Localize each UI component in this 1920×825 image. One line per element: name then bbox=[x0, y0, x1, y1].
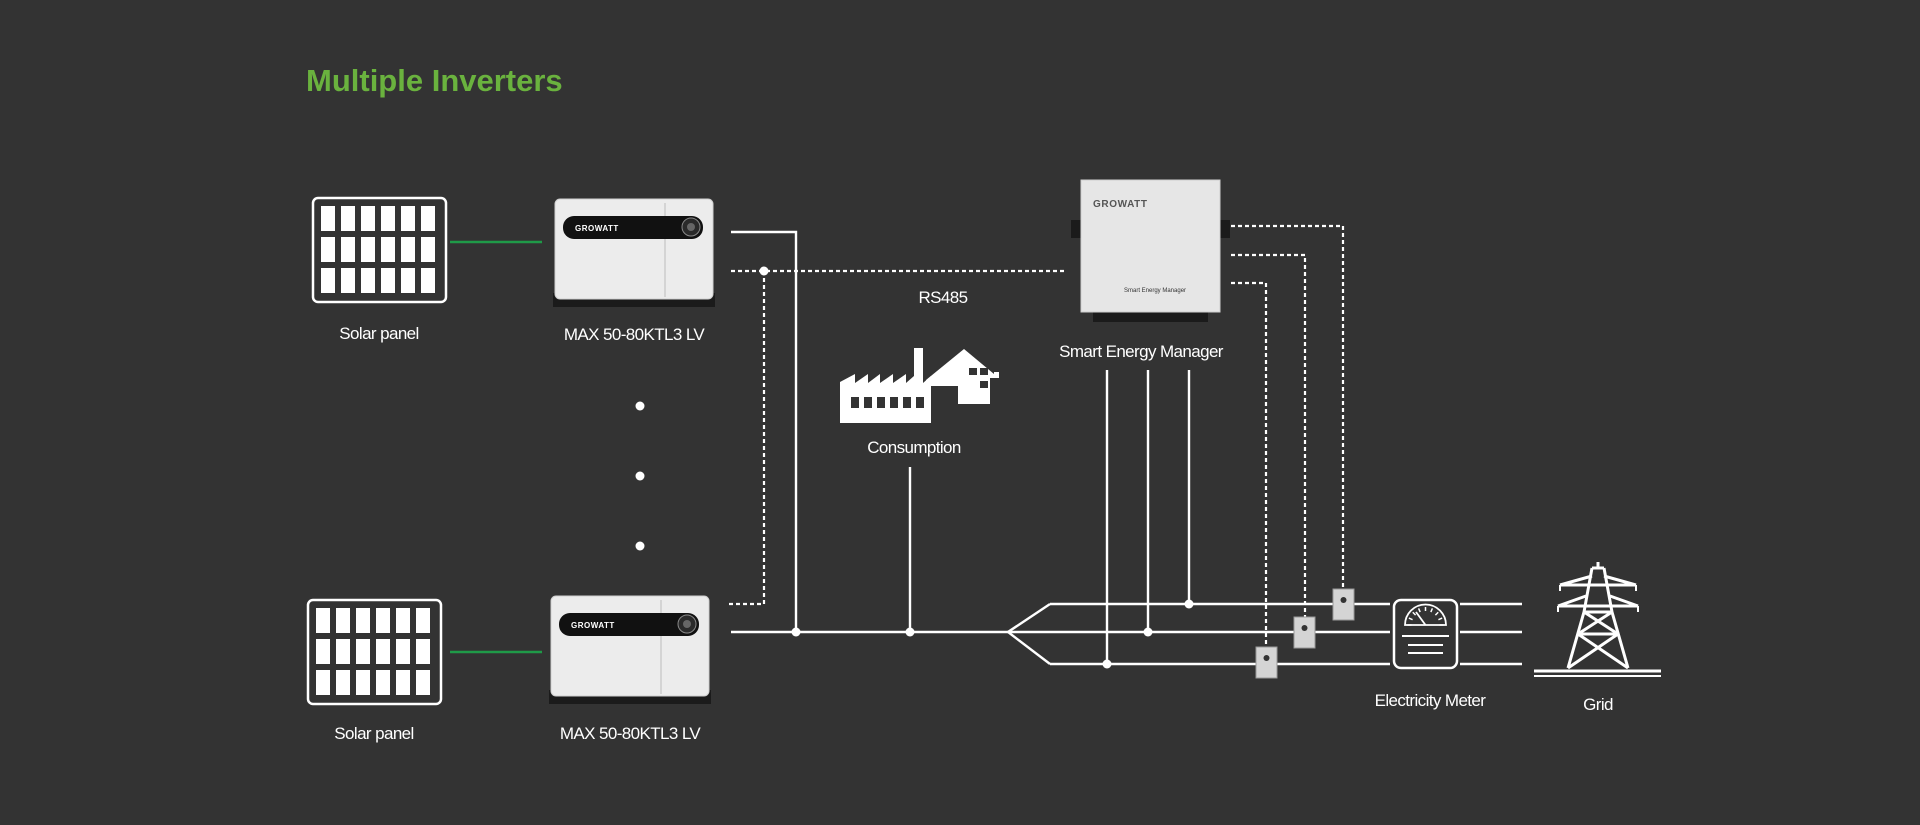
solar-cell bbox=[341, 268, 355, 293]
solar-cell bbox=[376, 639, 390, 664]
ct-line-1 bbox=[1231, 224, 1345, 590]
junction-dot bbox=[905, 627, 915, 637]
smart-energy-manager-icon: GROWATT Smart Energy Manager bbox=[1071, 179, 1230, 322]
meter-tick bbox=[1417, 608, 1421, 613]
label-solar-panel-top: Solar panel bbox=[339, 324, 418, 343]
meter-tick bbox=[1430, 608, 1434, 613]
solar-cell bbox=[336, 670, 350, 695]
inverter-brand: GROWATT bbox=[571, 621, 615, 630]
phase-splitter bbox=[1005, 603, 1051, 665]
solar-panel-bottom bbox=[306, 598, 443, 706]
meter-tick bbox=[1412, 611, 1417, 616]
solar-cell bbox=[381, 237, 395, 262]
solar-cell bbox=[401, 268, 415, 293]
junction-dot bbox=[1184, 599, 1194, 609]
solar-cell bbox=[321, 206, 335, 231]
solar-cell bbox=[361, 237, 375, 262]
label-inverter-bottom: MAX 50-80KTL3 LV bbox=[560, 724, 702, 743]
label-smart-energy-manager: Smart Energy Manager bbox=[1059, 342, 1224, 361]
ct-line-2 bbox=[1231, 253, 1307, 618]
solar-cell bbox=[416, 639, 430, 664]
solar-cell bbox=[396, 670, 410, 695]
solar-cell bbox=[381, 206, 395, 231]
solar-cell bbox=[316, 639, 330, 664]
label-solar-panel-bottom: Solar panel bbox=[334, 724, 413, 743]
solar-panel-icon bbox=[311, 196, 448, 304]
solar-cell bbox=[416, 608, 430, 633]
ellipsis-dot bbox=[635, 401, 645, 411]
solar-cell bbox=[356, 639, 370, 664]
rs485-line-bottom bbox=[728, 271, 766, 606]
solar-cell bbox=[381, 268, 395, 293]
electricity-meter-icon bbox=[1392, 598, 1459, 670]
meter-tick bbox=[1434, 611, 1439, 616]
sem-caption: Smart Energy Manager bbox=[1124, 288, 1186, 294]
ellipsis-dot bbox=[635, 471, 645, 481]
factory-house-icon bbox=[840, 348, 999, 423]
inverter-icon: GROWATT bbox=[549, 595, 711, 704]
label-rs485: RS485 bbox=[919, 288, 968, 307]
current-transformer-icon bbox=[1332, 588, 1355, 621]
junction-dot bbox=[759, 266, 769, 276]
solar-cell bbox=[361, 268, 375, 293]
label-consumption: Consumption bbox=[867, 438, 961, 457]
current-transformer-1 bbox=[1332, 588, 1355, 621]
solar-cell bbox=[341, 206, 355, 231]
solar-cell bbox=[336, 608, 350, 633]
solar-cell bbox=[401, 206, 415, 231]
inverter-bottom: GROWATT bbox=[549, 595, 711, 704]
meter-tick bbox=[1438, 617, 1443, 621]
label-grid: Grid bbox=[1583, 695, 1613, 714]
label-electricity-meter: Electricity Meter bbox=[1375, 691, 1487, 710]
diagram-title: Multiple Inverters bbox=[306, 63, 563, 98]
junction-dot bbox=[791, 627, 801, 637]
solar-cell bbox=[416, 670, 430, 695]
wiring bbox=[450, 224, 1522, 669]
inverter-top: GROWATT bbox=[553, 198, 715, 307]
solar-cell bbox=[396, 608, 410, 633]
solar-cell bbox=[316, 608, 330, 633]
solar-panel-top bbox=[311, 196, 448, 304]
solar-cell bbox=[316, 670, 330, 695]
solar-cell bbox=[356, 670, 370, 695]
current-transformer-2 bbox=[1293, 616, 1316, 649]
current-transformer-icon bbox=[1293, 616, 1316, 649]
power-tower-icon bbox=[1534, 562, 1661, 677]
ct-line-3 bbox=[1231, 281, 1268, 648]
solar-cell bbox=[421, 268, 435, 293]
solar-cell bbox=[341, 237, 355, 262]
solar-cell bbox=[361, 206, 375, 231]
sem-brand: GROWATT bbox=[1093, 199, 1148, 210]
solar-panel-icon bbox=[306, 598, 443, 706]
solar-cell bbox=[321, 268, 335, 293]
solar-cell bbox=[401, 237, 415, 262]
label-inverter-top: MAX 50-80KTL3 LV bbox=[564, 325, 706, 344]
solar-cell bbox=[321, 237, 335, 262]
solar-cell bbox=[356, 608, 370, 633]
solar-cell bbox=[376, 670, 390, 695]
inverter-brand: GROWATT bbox=[575, 224, 619, 233]
solar-cell bbox=[336, 639, 350, 664]
solar-cell bbox=[421, 237, 435, 262]
current-transformer-icon bbox=[1255, 646, 1278, 679]
current-transformer-3 bbox=[1255, 646, 1278, 679]
solar-cell bbox=[396, 639, 410, 664]
smart-energy-manager-device: GROWATT Smart Energy Manager bbox=[1071, 179, 1230, 322]
ac-line-top-inverter bbox=[731, 230, 798, 632]
ellipsis-dot bbox=[635, 541, 645, 551]
junction-dot bbox=[1143, 627, 1153, 637]
solar-cell bbox=[421, 206, 435, 231]
junction-dot bbox=[1102, 659, 1112, 669]
meter-tick bbox=[1408, 617, 1413, 621]
inverter-icon: GROWATT bbox=[553, 198, 715, 307]
solar-cell bbox=[376, 608, 390, 633]
